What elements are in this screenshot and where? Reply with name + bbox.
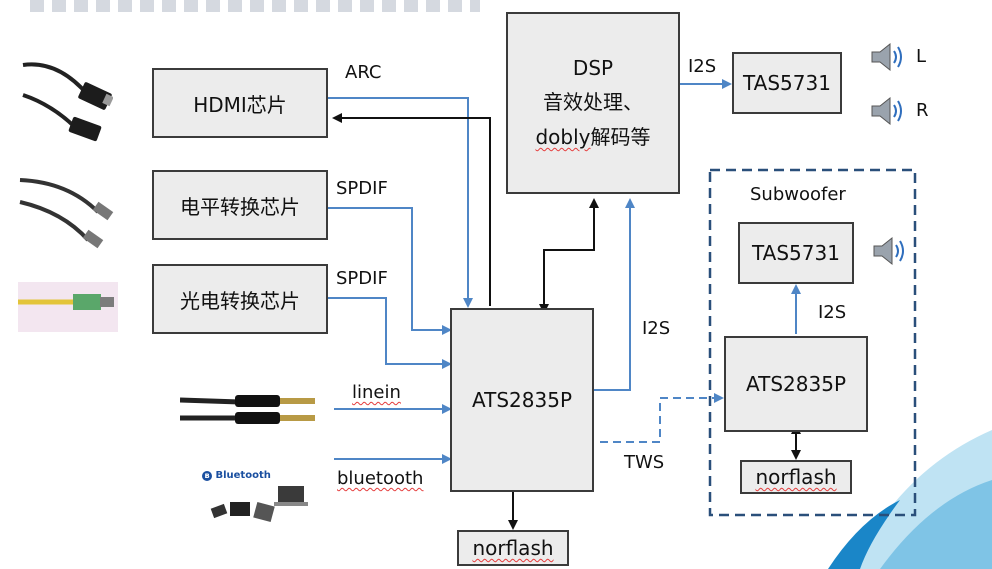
ats-sub-label: ATS2835P: [746, 372, 846, 396]
tas-sub-block: TAS5731: [738, 222, 854, 284]
bluetooth-devices-image: ʙ Bluetooth: [200, 468, 310, 528]
audio-jack-image: [179, 390, 325, 430]
sub-i2s-label: I2S: [818, 302, 847, 323]
hdmi-chip-label: HDMI芯片: [193, 92, 287, 117]
norflash-main-block: norflash: [457, 530, 569, 566]
optical-chip-block: 光电转换芯片: [152, 264, 328, 334]
speaker-sub-icon: [873, 236, 904, 266]
norflash-sub-block: norflash: [740, 460, 852, 494]
ats-main-label: ATS2835P: [472, 388, 572, 412]
dsp-title: DSP: [572, 56, 614, 80]
header-fragment: [30, 0, 480, 12]
coax-cable-image: [18, 172, 118, 252]
dsp-decode-word: 解码等: [590, 125, 651, 149]
ats-sub-block: ATS2835P: [724, 336, 868, 432]
subwoofer-title: Subwoofer: [750, 184, 846, 205]
spdif1-arrow: [328, 207, 452, 335]
bluetooth-label: bluetooth: [337, 468, 424, 489]
level-shift-chip-label: 电平转换芯片: [180, 194, 300, 219]
main-i2s-label: I2S: [642, 318, 671, 339]
tas-main-block: TAS5731: [732, 52, 842, 114]
tas-sub-label: TAS5731: [752, 241, 840, 265]
level-shift-chip-block: 电平转换芯片: [152, 170, 328, 240]
speaker-left-icon: [871, 42, 902, 72]
subwoofer-frame: [708, 168, 917, 517]
dsp-desc-line: 音效处理、: [543, 90, 643, 114]
left-channel-label: L: [916, 46, 927, 67]
dsp-block: DSP 音效处理、 dobly解码等: [506, 12, 680, 194]
spdif2-arrow: [328, 297, 452, 369]
right-channel-label: R: [916, 100, 929, 121]
optical-cable-image: [18, 282, 118, 332]
tws-label: TWS: [624, 452, 665, 473]
main-to-dsp-i2s-arrow: [594, 198, 635, 391]
spdif2-label: SPDIF: [336, 268, 388, 289]
hdmi-cable-image: [18, 55, 114, 145]
norflash-main-label: norflash: [472, 536, 554, 560]
bluetooth-logo: ʙ Bluetooth: [202, 470, 271, 481]
arc-arrow: [328, 97, 473, 308]
main-dsp-control-line: [539, 198, 599, 314]
tws-dashed-arrow: [600, 393, 724, 443]
norflash-sub-label: norflash: [755, 465, 837, 489]
ats-main-block: ATS2835P: [450, 308, 594, 492]
dsp-i2s-label: I2S: [688, 56, 717, 77]
linein-label: linein: [352, 382, 401, 403]
dsp-dobly-word: dobly: [535, 125, 591, 149]
main-to-hdmi-arrow: [332, 113, 491, 306]
dsp-desc-line2: dobly解码等: [535, 121, 650, 150]
optical-chip-label: 光电转换芯片: [180, 288, 300, 313]
tas-main-label: TAS5731: [743, 71, 831, 95]
speaker-right-icon: [871, 96, 902, 126]
spdif1-label: SPDIF: [336, 178, 388, 199]
hdmi-chip-block: HDMI芯片: [152, 68, 328, 138]
arc-label: ARC: [345, 62, 382, 83]
